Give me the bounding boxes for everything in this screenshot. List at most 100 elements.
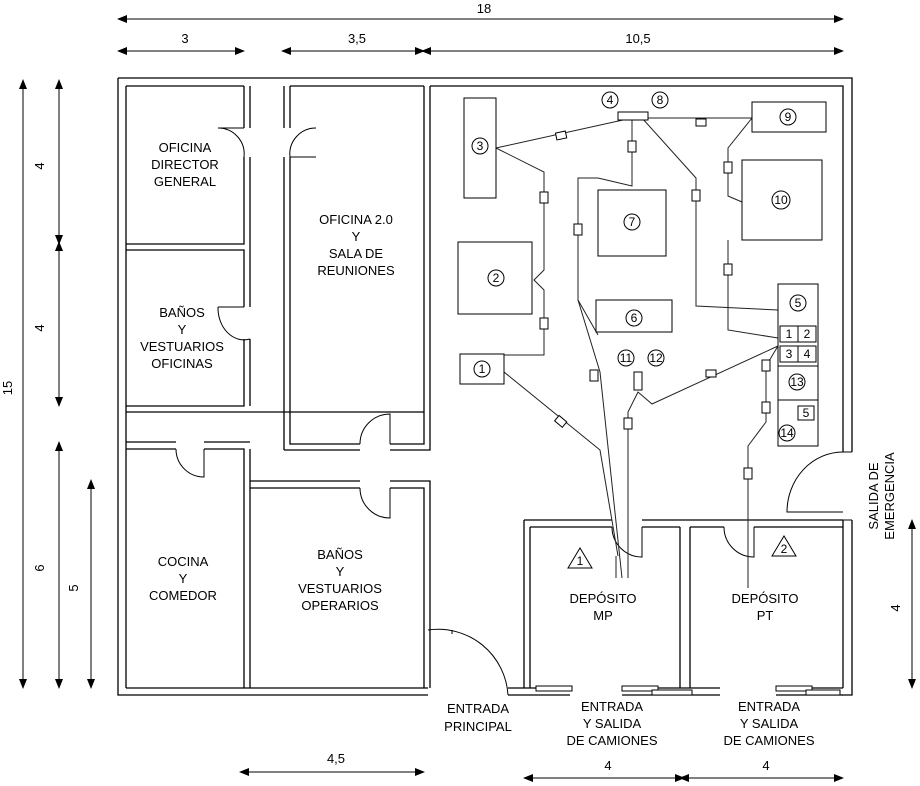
dim-bottom-right-a-label: 4 [604,758,611,773]
machine-5-assembly: 5 1 2 3 4 13 5 14 [777,283,819,447]
room-label-line: Y [178,322,187,337]
room-label-line: DEPÓSITO [570,591,637,606]
entrance-label-line: ENTRADA [581,699,643,714]
dim-left-seg-3-label: 6 [32,564,47,571]
dimension-left-seg-1: 4 [32,79,63,245]
entrance-camiones-2: ENTRADA Y SALIDA DE CAMIONES [723,699,814,748]
room-label-line: OPERARIOS [301,598,379,613]
room-label-line: COCINA [158,554,209,569]
building-walls [117,77,853,696]
machine-11-12: 11 12 [617,349,665,391]
dimension-left-total: 15 [0,79,27,689]
machine-4-number: 4 [607,93,614,107]
salida-emergencia: SALIDA DE EMERGENCIA [866,452,897,540]
emergency-label-line: EMERGENCIA [882,452,897,540]
dim-left-extra-label: 5 [66,584,81,591]
room-deposito-mp: DEPÓSITO MP [570,591,637,623]
dimension-top-seg-1: 3 [117,31,245,55]
deposito-mp-triangle: 1 [567,547,593,569]
room-label-line: OFICINA 2.0 [319,212,393,227]
room-oficina-director: OFICINA DIRECTOR GENERAL [151,140,219,189]
dim-right-bottom-label: 4 [888,604,903,611]
entrance-label-line: PRINCIPAL [444,719,512,734]
dim-top-total-label: 18 [477,1,491,16]
machine-10: 10 [741,159,823,241]
machine-1-number: 1 [479,362,486,376]
dimension-top-seg-2: 3,5 [281,31,425,55]
machine-2: 2 [457,241,533,315]
room-label-line: REUNIONES [317,263,395,278]
dimension-bottom-left: 4,5 [239,751,425,776]
dimension-left-extra: 5 [66,479,95,689]
entrance-camiones-1: ENTRADA Y SALIDA DE CAMIONES [566,699,657,748]
room-label-line: Y [179,571,188,586]
room-label-line: BAÑOS [159,305,205,320]
entrance-label-line: ENTRADA [447,701,509,716]
machine-9: 9 [751,101,827,133]
emergency-label-line: SALIDA DE [866,462,881,530]
entrance-label-line: DE CAMIONES [566,733,657,748]
room-label-line: MP [593,608,613,623]
process-flow-lines [495,117,779,588]
entrance-label-line: Y SALIDA [740,716,799,731]
machine-7-number: 7 [629,215,636,229]
room-banos-operarios: BAÑOS Y VESTUARIOS OPERARIOS [298,547,382,613]
entrance-label-line: ENTRADA [738,699,800,714]
machine-13-number: 13 [790,375,804,389]
triangle-1-number: 1 [577,554,584,568]
room-label-line: OFICINAS [151,356,213,371]
sub-2-number: 2 [804,327,811,341]
dim-left-seg-1-label: 4 [32,162,47,169]
room-banos-oficinas: BAÑOS Y VESTUARIOS OFICINAS [140,305,224,371]
entrance-label-line: Y SALIDA [583,716,642,731]
deposito-pt-triangle: 2 [771,535,797,557]
room-label-line: GENERAL [154,174,216,189]
dim-top-seg-2-label: 3,5 [348,31,366,46]
machine-4-8: 4 8 [601,91,669,121]
flow-arrow-symbols [539,118,771,480]
room-label-line: Y [336,564,345,579]
room-label-line: DIRECTOR [151,157,219,172]
dimension-bottom-right-b: 4 [679,758,844,782]
dim-left-seg-2-label: 4 [32,324,47,331]
sub-5-number: 5 [803,406,810,420]
room-oficina-2: OFICINA 2.0 Y SALA DE REUNIONES [317,212,395,278]
machine-3: 3 [463,97,497,199]
entrance-principal: ENTRADA PRINCIPAL [444,701,512,734]
triangle-2-number: 2 [781,542,788,556]
machine-3-number: 3 [477,139,484,153]
dim-left-total-label: 15 [0,381,15,395]
machine-11-number: 11 [620,351,633,365]
sub-4-number: 4 [804,347,811,361]
doors [175,127,852,696]
room-cocina: COCINA Y COMEDOR [149,554,217,603]
room-deposito-pt: DEPÓSITO PT [732,591,799,623]
room-label-line: COMEDOR [149,588,217,603]
room-label-line: BAÑOS [317,547,363,562]
machine-2-number: 2 [493,271,500,285]
machine-9-number: 9 [785,110,792,124]
machine-7: 7 [597,189,667,257]
machine-6-number: 6 [631,311,638,325]
dimension-left-seg-3: 6 [32,441,63,689]
machine-8-number: 8 [657,93,664,107]
dimension-right-bottom: 4 [888,519,916,689]
dimension-top-total: 18 [117,1,844,23]
machine-5-number: 5 [795,296,802,310]
dim-top-seg-1-label: 3 [181,31,188,46]
room-label-line: DEPÓSITO [732,591,799,606]
room-label-line: SALA DE [329,246,384,261]
room-label-line: VESTUARIOS [298,581,382,596]
room-label-line: Y [352,229,361,244]
room-label-line: VESTUARIOS [140,339,224,354]
sub-3-number: 3 [786,347,793,361]
machine-14-number: 14 [780,426,794,440]
machine-1: 1 [459,353,505,385]
entrance-label-line: DE CAMIONES [723,733,814,748]
dim-top-seg-3-label: 10,5 [625,31,650,46]
truck-doors [535,685,841,696]
dimension-bottom-right-a: 4 [523,758,685,782]
dim-bottom-right-b-label: 4 [762,758,769,773]
machine-10-number: 10 [774,193,788,207]
